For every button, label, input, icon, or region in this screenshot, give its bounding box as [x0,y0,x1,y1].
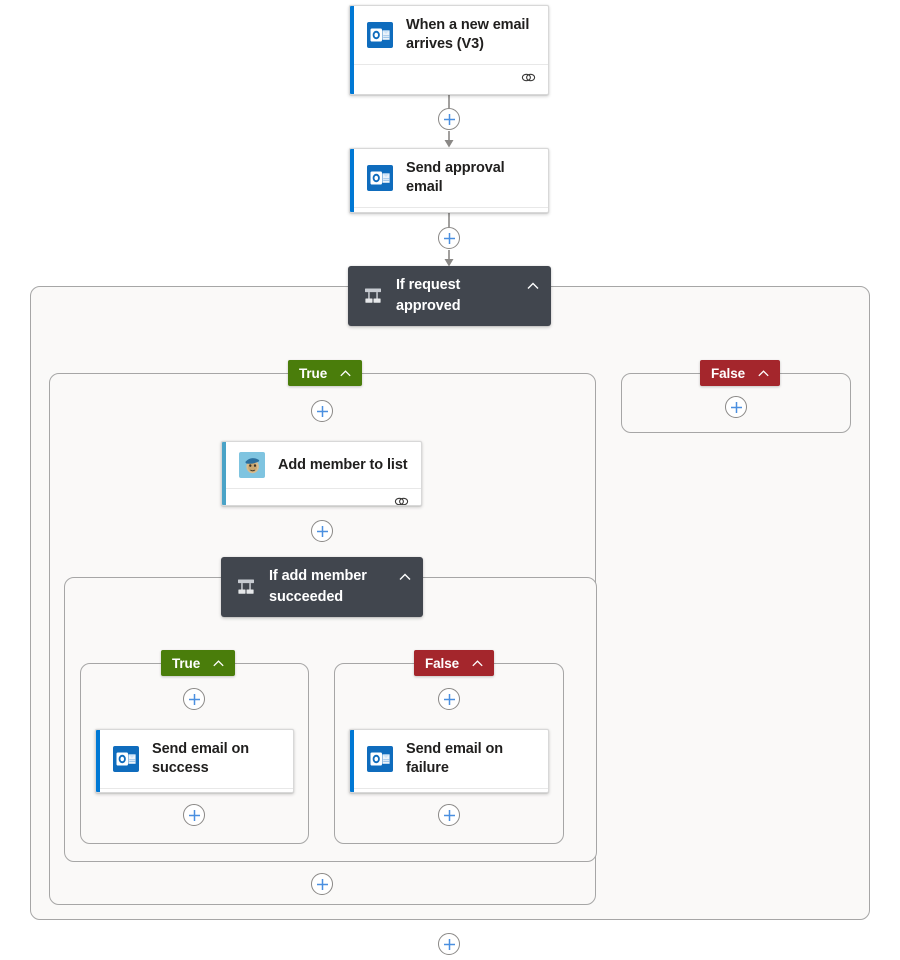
peer-link-icon[interactable] [394,495,409,505]
branch-pill-true-inner[interactable]: True [161,650,236,676]
action-card-send-email-on-success[interactable]: Send email on success [95,729,294,793]
card-title: Add member to list [278,456,408,473]
add-step-button-flow-end[interactable] [438,933,460,955]
chevron-up-icon[interactable] [525,278,541,294]
card-accent-bar [96,730,100,792]
card-footer [350,207,548,212]
card-accent-bar [350,149,354,212]
add-step-button-true-branch-top[interactable] [311,400,333,422]
condition-branch-icon [235,576,257,598]
add-step-button-false-branch-outer[interactable] [725,396,747,418]
outlook-icon [367,165,393,191]
card-accent-bar [350,6,354,94]
add-step-button-after-send-approval-email[interactable] [438,227,460,249]
chevron-up-icon[interactable] [470,656,485,671]
action-card-send-email-on-failure[interactable]: Send email on failure [349,729,549,793]
branch-pill-true-outer[interactable]: True [288,360,363,386]
branch-pill-label: True [172,655,201,671]
condition-title: If add member succeeded [269,568,367,605]
trigger-card-when-a-new-email-arrives[interactable]: When a new email arrives (V3) [349,5,549,95]
card-title: Send email on success [152,741,249,776]
add-step-button-inner-false-bottom[interactable] [438,804,460,826]
condition-card-if-add-member-succeeded[interactable]: If add member succeeded [221,557,423,617]
outlook-icon [367,746,393,772]
branch-pill-false-outer[interactable]: False [700,360,781,386]
branch-pill-label: True [299,365,328,381]
add-step-button-after-trigger[interactable] [438,108,460,130]
card-title: Send email on failure [406,741,503,776]
card-footer [96,788,293,792]
chevron-up-icon[interactable] [338,366,353,381]
outlook-icon [113,746,139,772]
card-footer [350,64,548,90]
chevron-up-icon[interactable] [397,569,413,585]
chevron-up-icon[interactable] [211,656,226,671]
card-accent-bar [350,730,354,792]
add-step-button-after-add-member[interactable] [311,520,333,542]
add-step-button-inner-true-top[interactable] [183,688,205,710]
branch-pill-false-inner[interactable]: False [414,650,495,676]
card-footer [222,488,421,505]
add-step-button-true-branch-bottom[interactable] [311,873,333,895]
condition-card-if-request-approved[interactable]: If request approved [348,266,551,326]
add-step-button-inner-true-bottom[interactable] [183,804,205,826]
peer-link-icon[interactable] [521,71,536,84]
outlook-icon [367,22,393,48]
card-footer [350,788,548,792]
card-title: Send approval email [406,160,505,195]
add-step-button-inner-false-top[interactable] [438,688,460,710]
action-card-add-member-to-list[interactable]: Add member to list [221,441,422,506]
condition-branch-icon [362,285,384,307]
card-accent-bar [222,442,226,505]
chevron-up-icon[interactable] [756,366,771,381]
mailchimp-icon [239,452,265,478]
card-title: When a new email arrives (V3) [406,17,530,52]
action-card-send-approval-email[interactable]: Send approval email [349,148,549,213]
branch-pill-label: False [425,655,460,671]
branch-pill-label: False [711,365,746,381]
condition-title: If request approved [396,277,461,314]
